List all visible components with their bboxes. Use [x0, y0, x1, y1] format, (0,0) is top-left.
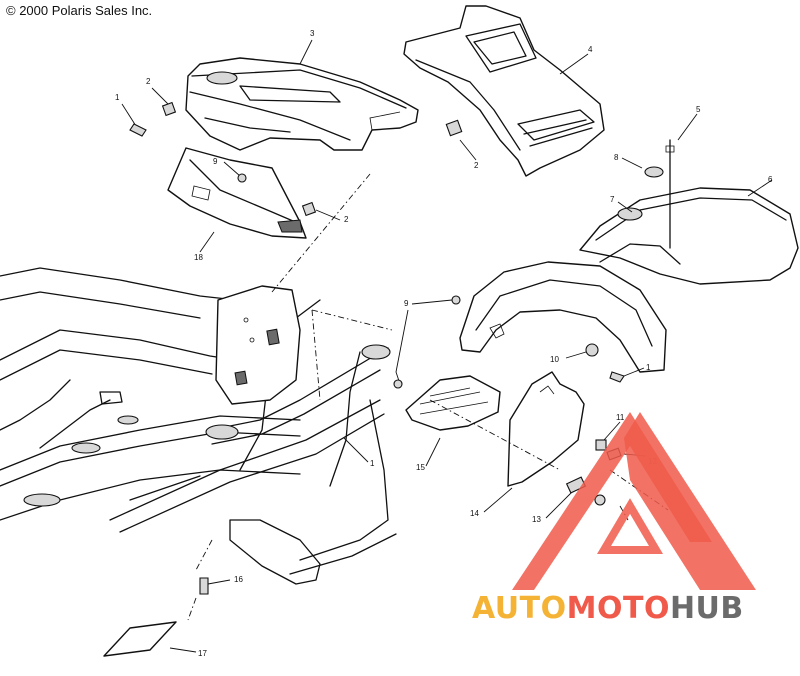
frame-assembly	[0, 267, 397, 585]
callout-11: 11	[616, 413, 625, 422]
callout-2-lower: 2	[344, 215, 349, 224]
callout-13: 13	[532, 515, 541, 524]
callout-8: 8	[614, 153, 619, 162]
hardware-and-leaders	[103, 39, 773, 657]
front-panel-part-3	[185, 57, 419, 151]
callout-6: 6	[768, 175, 773, 184]
callout-14: 14	[470, 509, 479, 518]
copyright-text: © 2000 Polaris Sales Inc.	[6, 3, 153, 18]
footrest-part-15	[405, 375, 501, 431]
callout-17: 17	[198, 649, 207, 658]
callout-1-top: 1	[115, 93, 120, 102]
callout-7: 7	[610, 195, 615, 204]
watermark-hub: HUB	[670, 591, 744, 626]
callout-5: 5	[696, 105, 701, 114]
callout-1-right: 1	[646, 363, 651, 372]
callout-15: 15	[416, 463, 425, 472]
callout-9-lower: 9	[404, 299, 409, 308]
callout-1-center: 1	[370, 459, 375, 468]
watermark-brand: AUTOMOTOHUB	[472, 591, 744, 626]
watermark-moto: MOTO	[567, 591, 670, 626]
callout-2-top: 2	[146, 77, 151, 86]
callout-9-top: 9	[213, 157, 218, 166]
front-fender-part-14	[459, 261, 667, 487]
rear-fender-part-6	[579, 187, 799, 285]
watermark-auto: AUTO	[472, 591, 567, 626]
callout-4: 4	[588, 45, 593, 54]
callout-2-right: 2	[474, 161, 479, 170]
callout-16: 16	[234, 575, 243, 584]
callout-18: 18	[194, 253, 203, 262]
lower-panel-part-18	[167, 147, 307, 239]
watermark-logo: AUTOMOTOHUB	[472, 412, 756, 626]
callout-3: 3	[310, 29, 315, 38]
console-part-4	[403, 5, 605, 177]
callout-10: 10	[550, 355, 559, 364]
